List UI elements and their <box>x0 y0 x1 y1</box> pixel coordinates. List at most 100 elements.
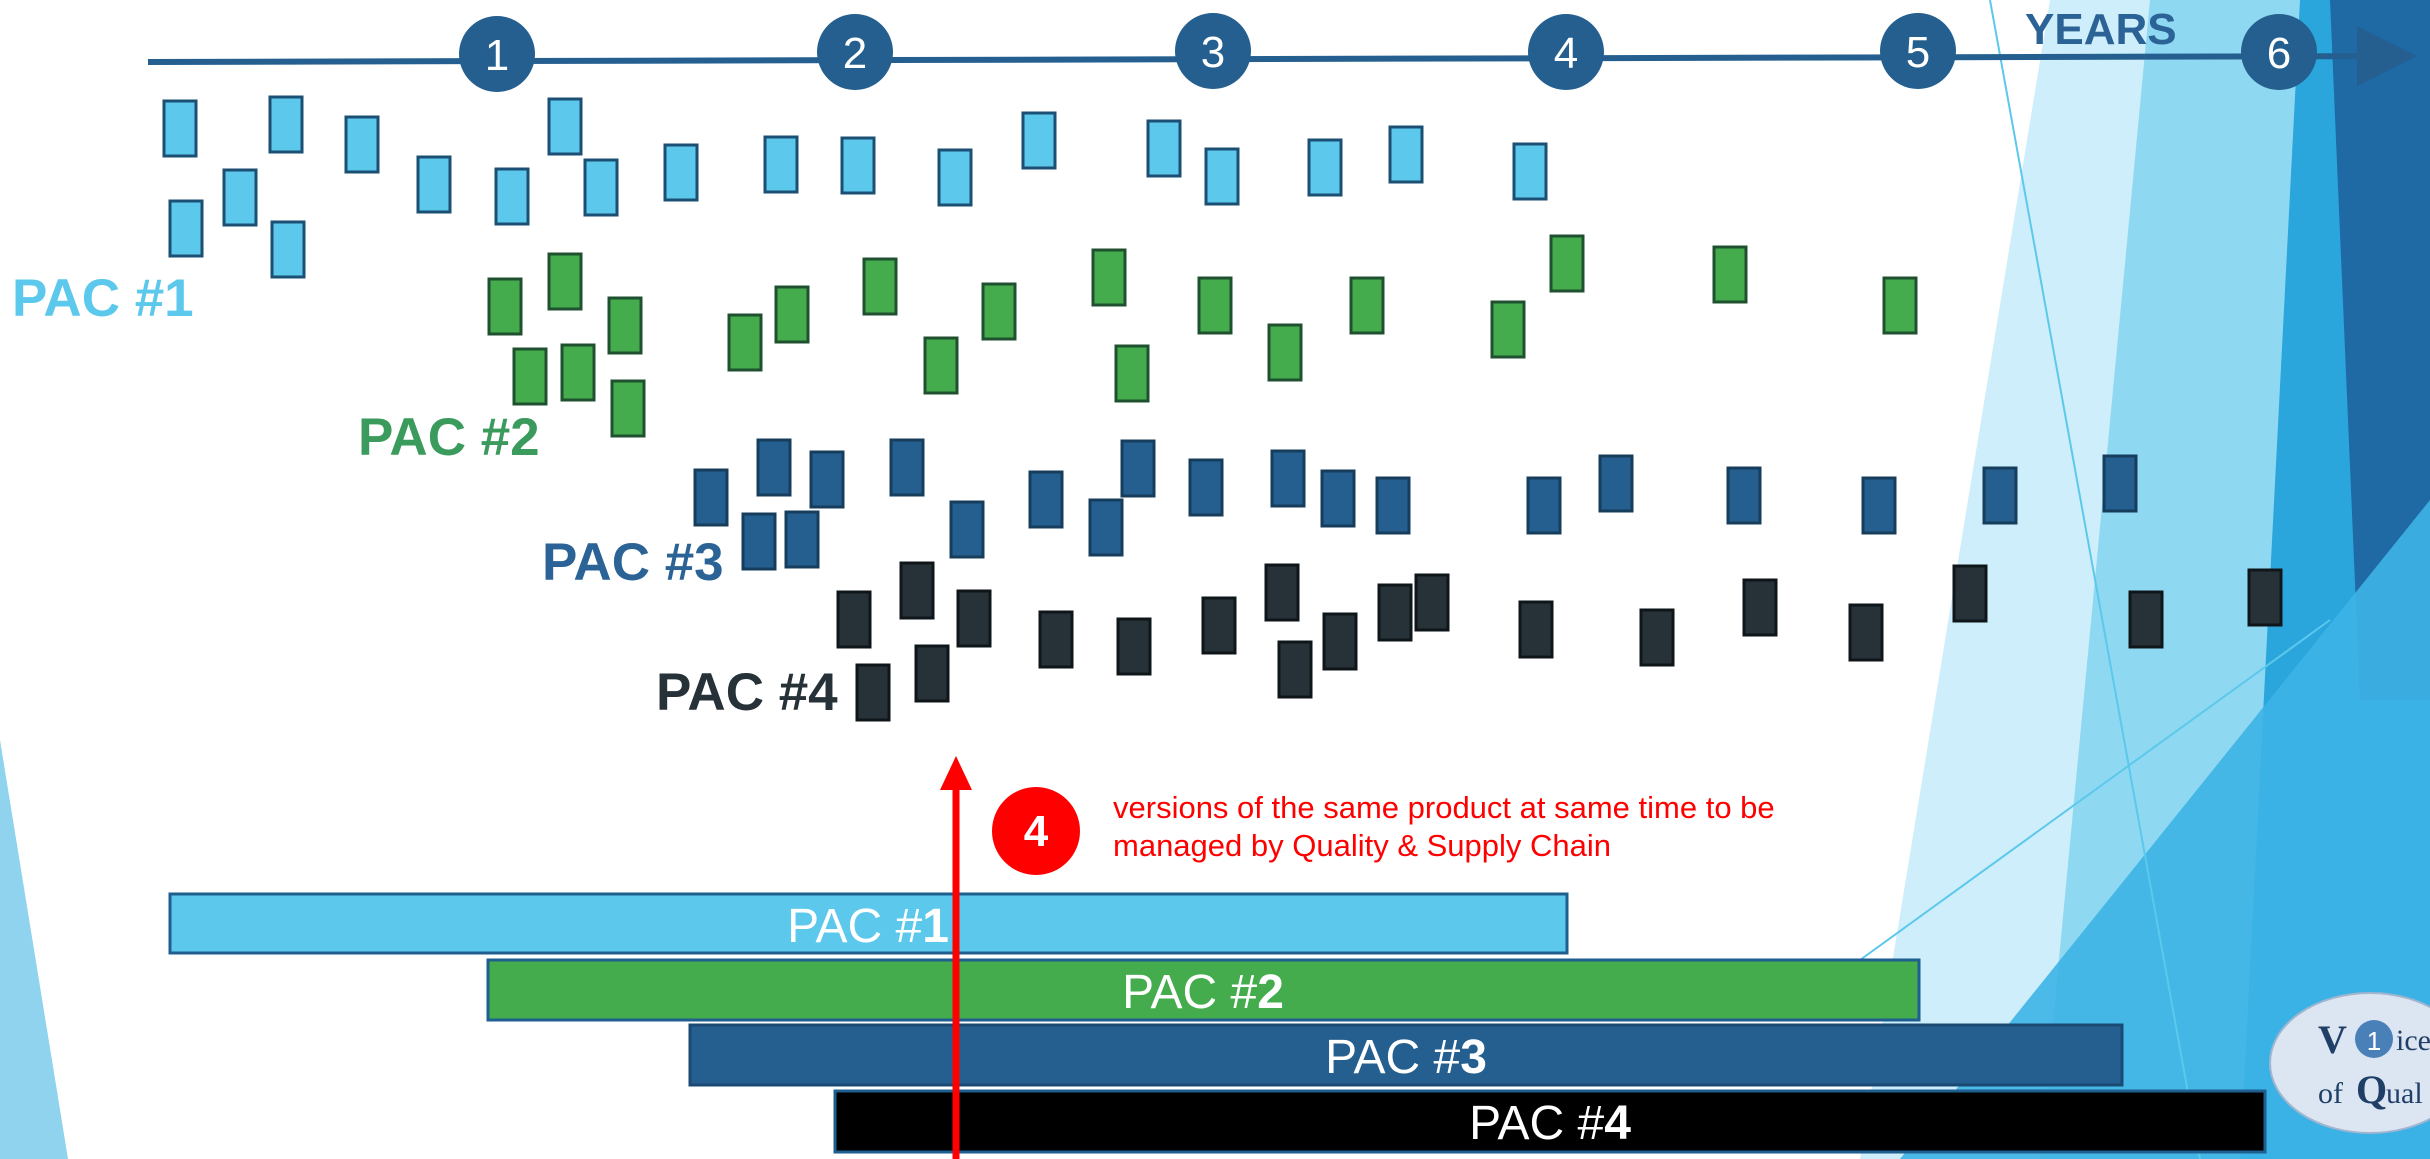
pac3-label: PAC #3 <box>542 533 724 592</box>
annotation-badge <box>992 787 1080 875</box>
year-marker-label: 3 <box>1201 28 1225 77</box>
pac2-release-box <box>512 347 548 406</box>
pac1-release-box <box>1388 125 1424 184</box>
pac2-release-box <box>774 285 810 344</box>
pac1-release-box <box>1146 119 1182 178</box>
pac2-release-box <box>607 296 643 355</box>
pac3-release-box <box>2102 454 2138 513</box>
pac1-release-box <box>1204 147 1240 206</box>
pac4-release-box <box>1322 612 1358 671</box>
year-marker-label: 6 <box>2267 29 2291 78</box>
annotation-number: 4 <box>1024 807 1049 856</box>
pac3-release-box <box>1375 476 1411 535</box>
pac4-release-box <box>1201 596 1237 655</box>
pac2-release-box <box>560 343 596 402</box>
year-marker-3 <box>1175 13 1251 89</box>
voice-of-quality-logo: V 1 ice of Q ual <box>2269 992 2430 1134</box>
right-accent-dark <box>2330 0 2430 700</box>
year-marker-label: 5 <box>1906 28 1930 77</box>
pac1-bar <box>168 892 1569 955</box>
pac2-release-box <box>1882 276 1918 335</box>
logo-speech-icon <box>2355 1020 2393 1058</box>
pac2-release-box <box>1549 234 1585 293</box>
release-boxes <box>162 95 2283 722</box>
pac2-release-box <box>1712 245 1748 304</box>
annotation-line-2: managed by Quality & Supply Chain <box>1113 828 1611 863</box>
pac4-release-box <box>2128 590 2164 649</box>
pac2-release-box <box>727 313 763 372</box>
pac2-bar-label: PAC #2 <box>1122 966 1284 1019</box>
pac4-release-box <box>1742 578 1778 637</box>
pac1-release-box <box>344 115 380 174</box>
pac4-release-box <box>1116 617 1152 676</box>
pac1-release-box <box>1307 138 1343 197</box>
decor-line-2 <box>1859 619 2331 961</box>
pac1-release-box <box>937 148 973 207</box>
timeline-years-label: YEARS <box>2025 5 2177 54</box>
logo-bubble <box>2269 992 2430 1134</box>
pac1-release-box <box>494 167 530 226</box>
pac1-release-box <box>1512 142 1548 201</box>
pac2-release-box <box>610 379 646 438</box>
pac3-release-box <box>889 438 925 497</box>
pac2-release-box <box>1349 276 1385 335</box>
pac4-release-box <box>1414 573 1450 632</box>
pac2-release-box <box>1091 248 1127 307</box>
year-marker-1 <box>459 16 535 92</box>
pac1-release-box <box>840 136 876 195</box>
pac3-release-box <box>1526 476 1562 535</box>
pac4-bar-label: PAC #4 <box>1469 1097 1631 1150</box>
pac1-release-box <box>547 97 583 156</box>
pac3-release-box <box>1088 498 1124 557</box>
right-accent-lower <box>1900 500 2430 1159</box>
pac1-release-box <box>663 143 699 202</box>
pac3-release-box <box>693 468 729 527</box>
pac3-release-box <box>1120 439 1156 498</box>
pac4-label: PAC #4 <box>656 663 838 722</box>
pac4-release-box <box>1038 610 1074 669</box>
pac3-release-box <box>741 512 777 571</box>
pac3-release-box <box>1188 458 1224 517</box>
logo-letter-v: V <box>2318 1017 2347 1062</box>
annotation-line-1: versions of the same product at same tim… <box>1113 790 1775 825</box>
pac4-release-box <box>1277 640 1313 699</box>
current-time-arrow-head <box>940 756 972 790</box>
pac3-release-box <box>1028 470 1064 529</box>
pac2-release-box <box>547 252 583 311</box>
pac3-bar <box>688 1023 2124 1087</box>
pac3-release-box <box>1861 476 1897 535</box>
pac3-release-box <box>1598 454 1634 513</box>
year-marker-6 <box>2241 14 2317 90</box>
pac2-release-box <box>981 282 1017 341</box>
logo-word-of: of <box>2318 1077 2343 1110</box>
pac2-release-box <box>923 336 959 395</box>
pac3-release-box <box>1270 449 1306 508</box>
pac4-release-box <box>914 644 950 703</box>
pac1-release-box <box>268 95 304 154</box>
pac4-release-box <box>855 663 891 722</box>
decor-line-1 <box>1989 0 2201 1159</box>
pac1-release-box <box>583 158 619 217</box>
year-marker-4 <box>1528 14 1604 90</box>
pac4-release-box <box>1377 583 1413 642</box>
pac4-release-box <box>1639 608 1675 667</box>
pac4-release-box <box>899 561 935 620</box>
pac1-release-box <box>270 220 306 279</box>
pac2-bar <box>486 958 1921 1022</box>
pac1-label: PAC #1 <box>12 269 194 328</box>
pac1-release-box <box>222 168 258 227</box>
pac3-release-box <box>784 510 820 569</box>
pac3-release-box <box>1726 466 1762 525</box>
left-accent-shape <box>0 740 68 1159</box>
pac1-release-box <box>416 155 452 214</box>
pac2-release-box <box>487 277 523 336</box>
logo-badge-number: 1 <box>2367 1026 2381 1056</box>
pac2-release-box <box>1267 323 1303 382</box>
pac2-release-box <box>862 257 898 316</box>
pac3-release-box <box>949 500 985 559</box>
pac2-release-box <box>1114 344 1150 403</box>
pac1-bar-label: PAC #1 <box>787 900 949 953</box>
